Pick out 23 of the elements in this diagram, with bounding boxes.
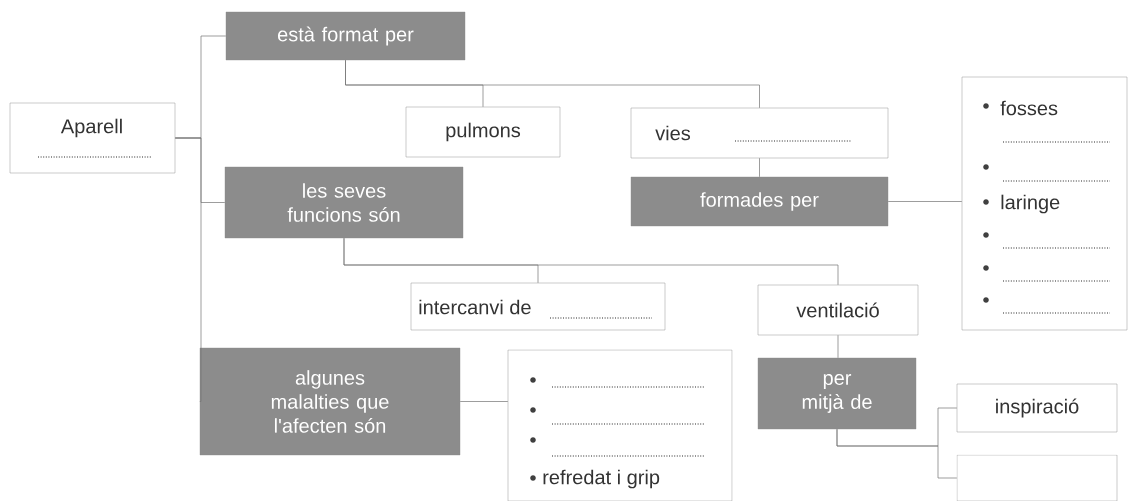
linking-phrase-box: per mitjà de xyxy=(757,357,917,430)
concept-box: inspiració xyxy=(956,383,1118,433)
connector-line xyxy=(345,59,760,109)
concept-box: pulmons xyxy=(405,106,561,158)
list-item: Aparell xyxy=(60,118,122,138)
concept-box: ventilació xyxy=(757,284,919,336)
linking-phrase-box: formades per xyxy=(630,176,889,227)
linking-phrase-box: les seves funcions són xyxy=(224,166,464,239)
list-item: refredat i grip xyxy=(543,469,660,489)
linking-phrase-box: està format per xyxy=(225,11,466,61)
connector-line xyxy=(837,334,839,359)
list-item: vies xyxy=(655,125,691,141)
connector-line xyxy=(887,201,963,202)
connector-line xyxy=(343,237,839,286)
answer-box xyxy=(956,454,1118,501)
list-item: laringe xyxy=(1001,194,1060,214)
connector-line xyxy=(836,428,958,479)
connector-line xyxy=(759,157,760,178)
list-item: intercanvi de xyxy=(419,299,531,315)
connector-line xyxy=(174,137,202,402)
connector-line xyxy=(459,401,509,402)
list-item: fosses xyxy=(1000,100,1058,116)
linking-phrase-box: algunes malalties que l'afecten són xyxy=(199,347,461,456)
